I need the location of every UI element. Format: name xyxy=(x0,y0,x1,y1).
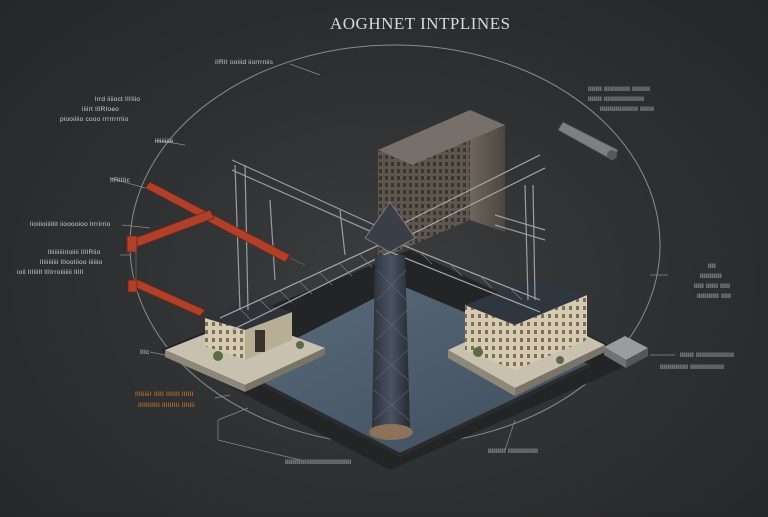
label-right-top-3: IIIIIIIIIIIIIIIIIII IIIIIII xyxy=(600,106,655,113)
right-building-side xyxy=(515,295,587,370)
label-left-1b: iiiirt IIlRIoeo xyxy=(82,106,119,113)
label-right-top-1: IIIIIII IIIIIIIIIIIII IIIIIIIII xyxy=(588,86,651,93)
label-right-low-2: IIIIIIIIIIIIII IIIIIIIIIIIIIIIII xyxy=(660,364,725,371)
tower-footing xyxy=(369,424,413,440)
crane-struts xyxy=(135,247,306,280)
label-right-mid-2: IIIIIIIIIII xyxy=(700,273,723,280)
tree xyxy=(473,347,483,357)
diagram-title: AOGHNET INTPLINES xyxy=(330,14,511,33)
leader-lines xyxy=(109,63,675,461)
red-crane-arms xyxy=(126,181,291,317)
label-left-4: lioiiioiiiitit iiooooioo lrrrirrio xyxy=(30,221,111,228)
label-left-5a: lliiiiiiiirioiiii IIlIRiio xyxy=(48,249,101,256)
central-tower xyxy=(372,255,410,430)
left-crane xyxy=(231,159,391,311)
tree xyxy=(296,341,304,349)
label-right-mid-1: IIII xyxy=(708,263,717,270)
label-orange-2: IIIIIIIIIII lIIIIIIIi IIIIIii xyxy=(138,402,195,409)
tree xyxy=(556,356,564,364)
label-left-5b: lIiiiiiiiii lIIooIiioo iiiiiio xyxy=(40,259,103,266)
truss-hatching xyxy=(239,251,523,322)
tower-lattice xyxy=(373,269,410,421)
label-right-mid-3: IIIII IIIIII IIIII xyxy=(694,283,731,290)
right-building-roof xyxy=(465,278,587,325)
label-left-5c: ioil IIIliilt lIIIrroiiiiiii lIIII xyxy=(17,269,84,276)
pipe-segment xyxy=(557,121,619,161)
right-quay-side xyxy=(515,345,605,396)
water-basin xyxy=(235,285,590,455)
label-right-low-1: IIIIIII IIIIIIIIIIIIIIIIIII xyxy=(680,352,735,359)
left-quay-front xyxy=(245,348,325,392)
label-orange-1: IIIIiiiir IIIII IIIIIII lIIIII xyxy=(135,391,194,398)
label-right-mid-4: IIIIIIIIIII IIIII xyxy=(697,293,732,300)
water-edge xyxy=(234,363,591,458)
label-left-1c: piooiiiio cooo rrrrrrrriio xyxy=(60,116,129,123)
label-left-1a: lrrd iiiioct IIIIiio xyxy=(95,96,141,103)
left-quay-side xyxy=(165,350,245,392)
left-building-door xyxy=(255,330,265,352)
label-left-3: IIRIIIlc xyxy=(110,177,131,184)
label-left-2: iiiiiiiiie xyxy=(155,138,174,145)
equipment-box xyxy=(604,336,648,368)
right-crane xyxy=(494,184,546,301)
label-bottom-right: IIIIIIIII IIIIIIIIIIIIIII xyxy=(488,448,539,455)
left-building-roof xyxy=(205,300,292,330)
label-bottom-line: IIIIIIIIIIIIIIIIIIIIIIIIIIIIIIIII xyxy=(285,459,352,466)
label-right-top-2: IIIIIII IIIIIIIIIIIIIIIIIIII xyxy=(588,96,645,103)
tree xyxy=(213,351,223,361)
bridge-truss xyxy=(219,154,546,331)
tower-block-top xyxy=(378,110,505,165)
label-left-6: IIIc xyxy=(140,349,150,356)
label-top-center: IIRII ooiiid iiorrrniis xyxy=(215,59,274,66)
tower-head xyxy=(364,201,416,253)
right-quay-front xyxy=(448,350,515,396)
